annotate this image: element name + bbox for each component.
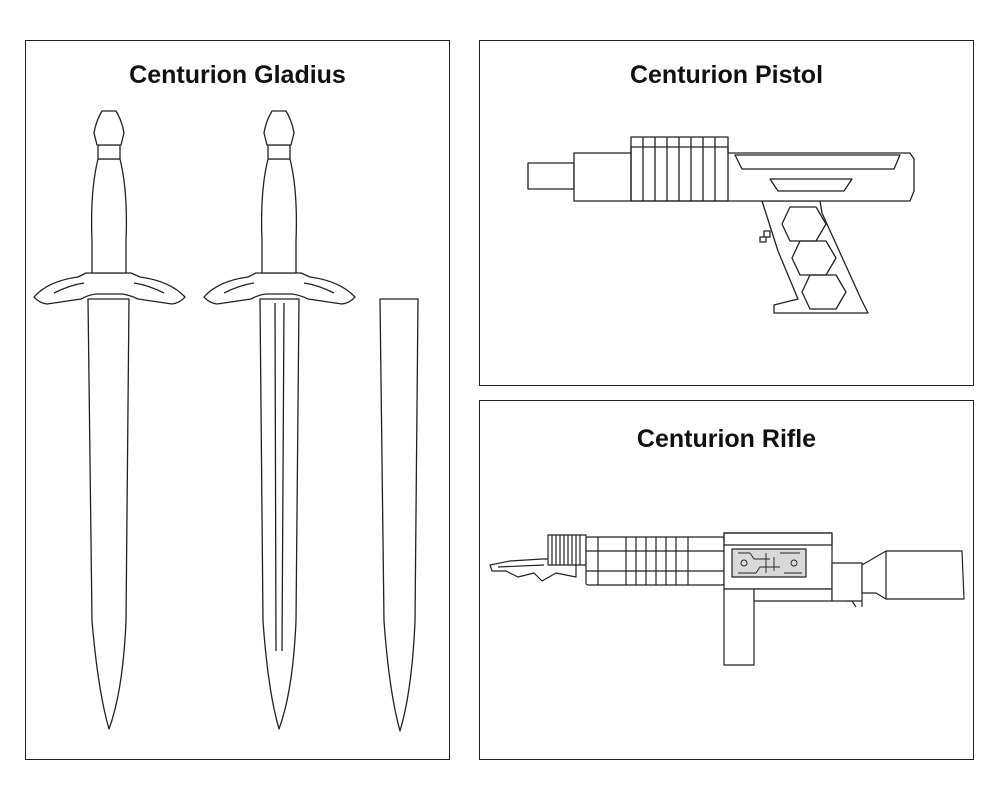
gladius-title: Centurion Gladius (129, 61, 346, 89)
rifle-lower-housing (754, 589, 832, 601)
pistol-grip (762, 201, 868, 313)
gladius-panel: Centurion Gladius (25, 40, 450, 760)
sword-1-blade (88, 299, 129, 729)
pistol-ribs (631, 137, 728, 201)
sword-1-pommel (94, 111, 124, 145)
sword-2-guard-inner (224, 283, 334, 293)
rifle-barrel-shroud (586, 537, 724, 585)
sword-2-grip (262, 159, 297, 273)
rifle-panel: Centurion Rifle (479, 400, 974, 760)
rifle-muzzle-coils (548, 535, 586, 565)
pistol-lower-window (770, 179, 852, 191)
rifle-drawing (480, 401, 975, 761)
pistol-title: Centurion Pistol (629, 61, 824, 89)
rifle-title: Centurion Rifle (636, 425, 817, 453)
pistol-drawing (480, 41, 975, 387)
sword-2-collar (268, 145, 290, 159)
pistol-panel: Centurion Pistol (479, 40, 974, 386)
sword-2-pommel (264, 111, 294, 145)
sword-1-grip (92, 159, 127, 273)
sword-2-fuller (275, 303, 284, 651)
pistol-muzzle (528, 163, 574, 189)
gladius-scabbard (380, 299, 418, 731)
rifle-trigger (846, 601, 862, 607)
sword-2-blade (260, 299, 299, 729)
rifle-receiver-top (724, 533, 832, 545)
rifle-magazine (724, 589, 754, 665)
pistol-grip-hexagons (782, 207, 846, 309)
gladius-sword-fullered (204, 111, 355, 729)
sword-2-guard (204, 273, 355, 304)
sword-1-guard-inner (54, 283, 164, 293)
sword-1-collar (98, 145, 120, 159)
gladius-sword-full (34, 111, 185, 729)
gladius-drawings (26, 41, 451, 761)
pistol-top-window (735, 155, 900, 169)
pistol-trigger (760, 231, 770, 242)
rifle-stock (862, 551, 964, 599)
rifle-bayonet-edge (498, 565, 544, 567)
sword-1-guard (34, 273, 185, 304)
rifle-stock-connector (832, 563, 862, 601)
rifle-circuit-panel (732, 549, 806, 577)
